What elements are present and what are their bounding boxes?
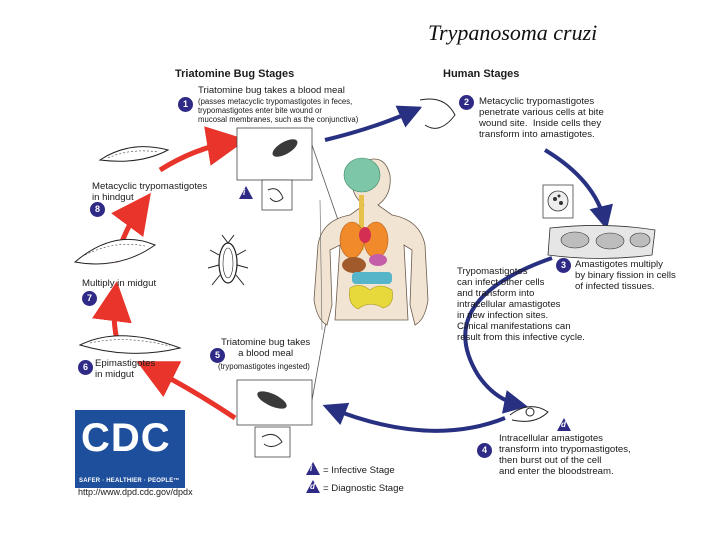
stage-1-badge: 1 [178, 97, 193, 112]
stage-4-text: Intracellular amastigotes transform into… [499, 433, 631, 477]
legend-diagnostic-label: = Diagnostic Stage [323, 483, 404, 494]
arrow-3-to-4 [463, 256, 553, 414]
stage-5-badge: 5 [210, 348, 225, 363]
stage-5-text: Triatomine bug takes a blood meal [221, 337, 311, 359]
stage-3-text: Amastigotes multiply by binary fission i… [575, 259, 676, 292]
arrow-8-to-1 [158, 126, 247, 173]
legend-infective-label: = Infective Stage [323, 465, 395, 476]
stage-1-detail: (passes metacyclic trypomastigotes in fe… [198, 97, 359, 124]
stage-1-text: Triatomine bug takes a blood meal [198, 85, 345, 96]
arrow-2-to-3 [543, 148, 613, 230]
stage-4-badge: 4 [477, 443, 492, 458]
stage-8-badge: 8 [90, 202, 105, 217]
stage-5-detail: (trypomastigotes ingested) [218, 362, 310, 371]
legend-infective-icon: i [306, 462, 320, 475]
stage-7-text: Multiply in midgut [82, 278, 157, 289]
human-stages-heading: Human Stages [443, 68, 520, 80]
stage-8-text: Metacyclic trypomastigotes in hindgut [92, 181, 208, 203]
inset-panel-top [261, 179, 293, 211]
stage-2-badge: 2 [459, 95, 474, 110]
infective-stage-marker-1: i [239, 186, 253, 199]
arrow-5-to-6 [136, 361, 237, 421]
triatomine-bug [207, 234, 249, 286]
diagnostic-stage-marker-4: d [557, 418, 571, 431]
infected-tissue [547, 225, 656, 259]
diagram-title: Trypanosoma cruzi [428, 20, 598, 45]
bug-stages-heading: Triatomine Bug Stages [175, 68, 295, 80]
stage-6-badge: 6 [78, 360, 93, 375]
stage-2-text: Metacyclic trypomastigotes penetrate var… [479, 96, 604, 140]
cdc-logo-tagline: SAFER · HEALTHIER · PEOPLE™ [79, 478, 180, 484]
source-url: http://www.dpd.cdc.gov/dpdx [78, 487, 193, 497]
stage-3-badge: 3 [556, 258, 571, 273]
stage-6-text: Epimastigotes in midgut [95, 358, 156, 380]
stage-7-badge: 7 [82, 291, 97, 306]
arrow-1-to-2 [324, 105, 423, 142]
cdc-logo-wordmark: CDC [81, 416, 171, 460]
inset-panel-bottom [254, 426, 291, 458]
arrow-4-to-5 [322, 402, 506, 433]
infective-cycle-note: Trypomastigotes can infect other cells a… [457, 266, 585, 343]
legend-diagnostic-icon: d [306, 480, 320, 493]
human-figure [313, 157, 429, 331]
cdc-logo: CDC SAFER · HEALTHIER · PEOPLE™ [75, 410, 185, 488]
